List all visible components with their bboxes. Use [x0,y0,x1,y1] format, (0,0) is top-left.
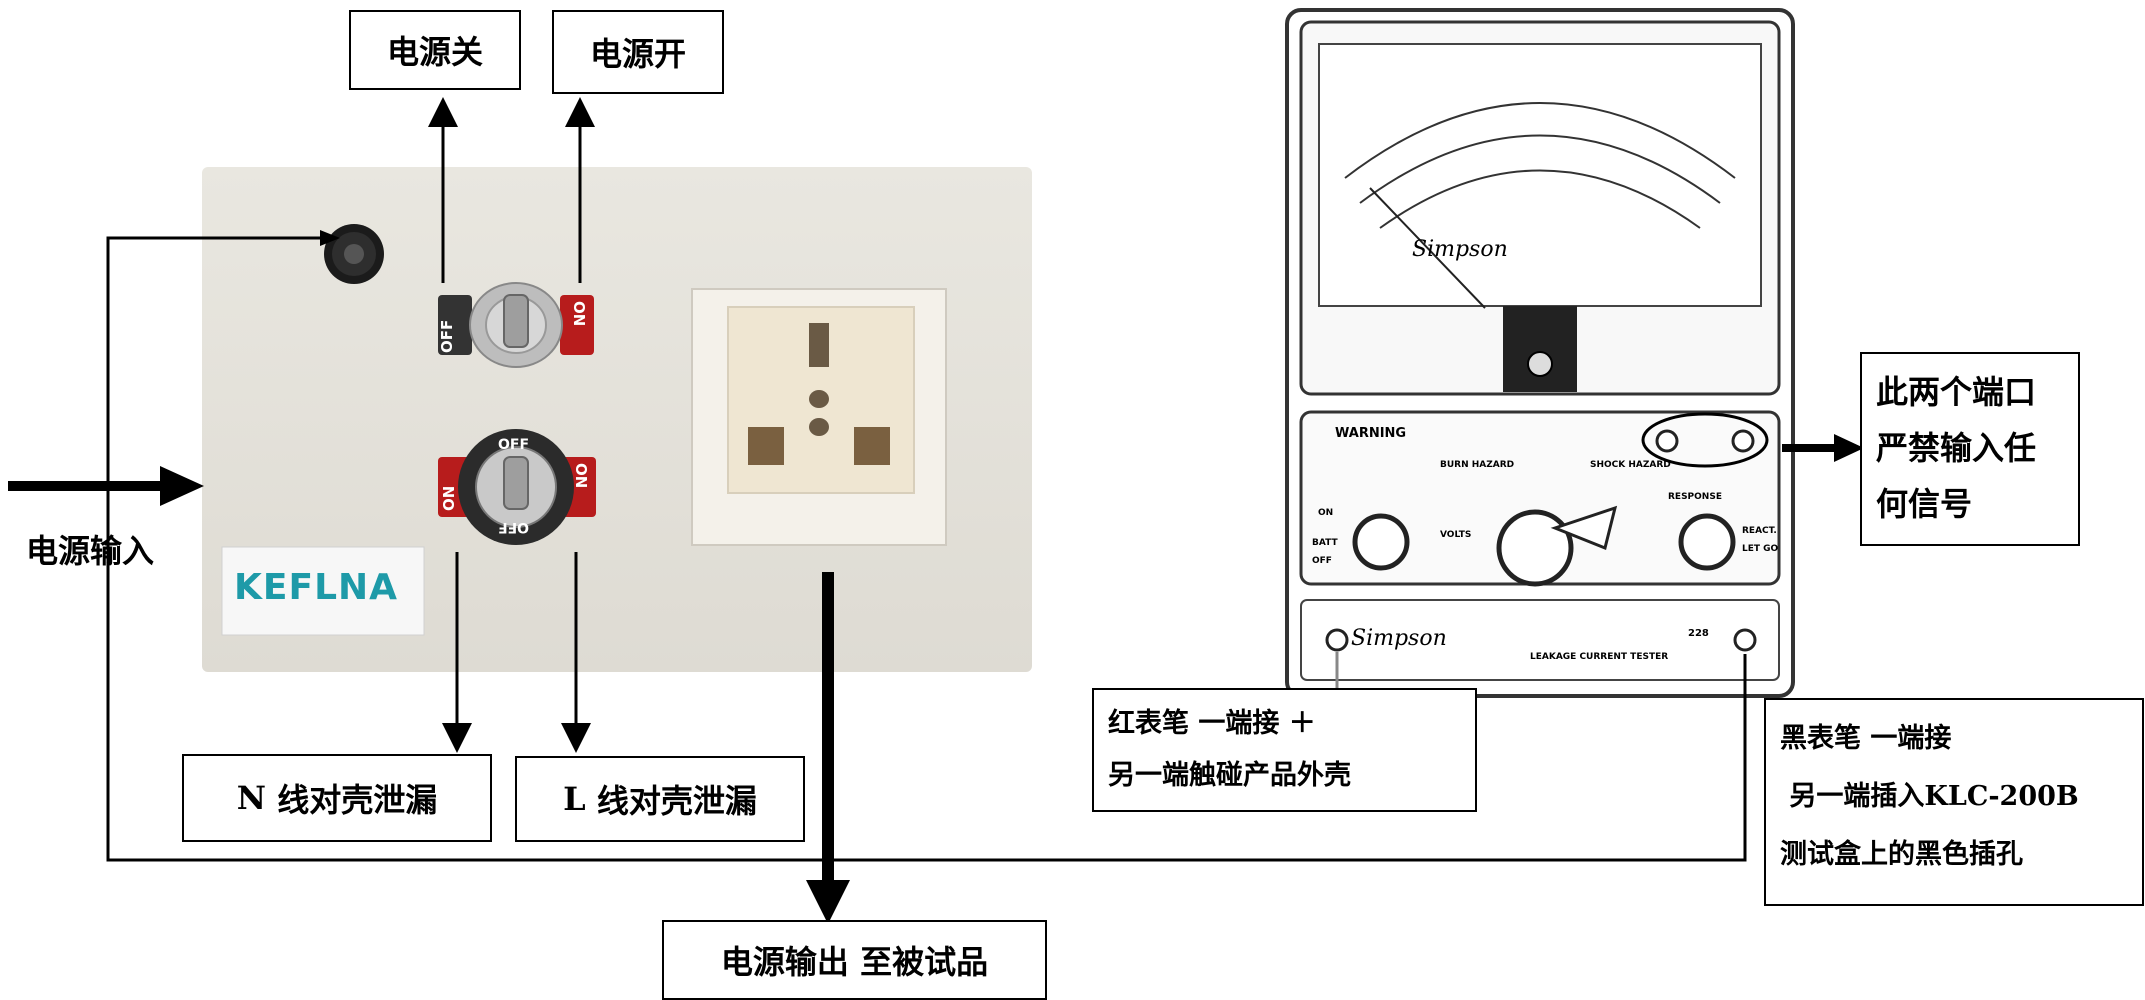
label-power-output: 电源输出 至被试品 [662,920,1047,1000]
meter-needle [1369,187,1486,309]
brand-sticker [221,546,425,636]
range-knob[interactable] [1496,509,1574,587]
universal-socket[interactable] [691,288,947,546]
meter-knob-on: ON [1318,508,1334,518]
input-terminal[interactable] [324,224,384,284]
brand-logo: KEFLNA [234,567,399,608]
meter-brand-bottom: Simpson [1351,626,1447,651]
label-l-leak: L 线对壳泄漏 [515,756,805,842]
battery-knob[interactable] [1352,513,1410,571]
meter-knob-off: OFF [1312,556,1332,566]
label-power-input: 电源输入 [26,532,155,570]
meter-warning-text: WARNING [1335,426,1407,441]
label-n-leak: N 线对壳泄漏 [182,754,492,842]
meter-scale-burn: BURN HAZARD [1440,460,1515,470]
label-ports-warning: 此两个端口 严禁输入任 何信号 [1860,352,2080,546]
label-black-probe: 黑表笔 一端接 另一端插入KLC-200B 测试盒上的黑色插孔 [1764,698,2144,906]
response-knob[interactable] [1678,513,1736,571]
meter-model: 228 [1688,628,1709,639]
label-power-on: 电源开 [552,10,724,94]
n-leak-prefix: N [236,779,267,817]
label-red-probe: 红表笔 一端接 ＋ 另一端触碰产品外壳 [1092,688,1477,812]
red-probe-jack[interactable] [1325,628,1349,652]
label-power-off: 电源关 [349,10,521,90]
red-probe-line-2: 另一端触碰产品外壳 [1108,760,1351,791]
ports-highlight [1641,412,1769,468]
external-port-1[interactable] [1655,429,1679,453]
meter-subtitle: LEAKAGE CURRENT TESTER [1530,652,1669,662]
red-probe-line-1: 红表笔 一端接 ＋ [1108,708,1316,739]
ground-wire [106,236,1747,862]
leakage-meter [1285,8,1795,698]
bottom-switch-off-top-label: OFF [498,437,530,453]
meter-brand-top: Simpson [1412,237,1508,262]
power-toggle-switch[interactable] [438,282,594,368]
ports-warning-line-2: 严禁输入任 [1876,429,2037,467]
l-leak-text: 线对壳泄漏 [596,782,757,820]
meter-react: REACT. [1742,526,1777,536]
meter-knob-batt: BATT [1312,538,1338,548]
black-probe-jack[interactable] [1733,628,1757,652]
power-panel-graphic [221,224,947,636]
n-leak-text: 线对壳泄漏 [277,781,438,819]
ports-warning-line-1: 此两个端口 [1876,373,2037,411]
meter-knob-volts: VOLTS [1440,530,1472,540]
black-probe-model: KLC-200B [1924,781,2079,812]
external-port-2[interactable] [1731,429,1755,453]
ports-warning-line-3: 何信号 [1876,485,1973,523]
meter-let-go: LET GO [1742,544,1779,554]
black-probe-line-1: 黑表笔 一端接 [1780,723,1952,754]
black-probe-line-2: 另一端插入KLC-200B [1780,768,2128,826]
l-leak-prefix: L [563,780,586,818]
power-panel: OFF ON OFF OFF ON ON KEFLNA [202,167,1032,672]
black-probe-line-2-prefix: 另一端插入 [1789,781,1925,812]
meter-scale-shock: SHOCK HAZARD [1590,460,1671,470]
zero-adjust[interactable] [1503,306,1577,392]
meter-response: RESPONSE [1668,492,1722,502]
leak-toggle-switch[interactable] [438,429,596,545]
black-probe-line-3: 测试盒上的黑色插孔 [1780,839,2023,870]
